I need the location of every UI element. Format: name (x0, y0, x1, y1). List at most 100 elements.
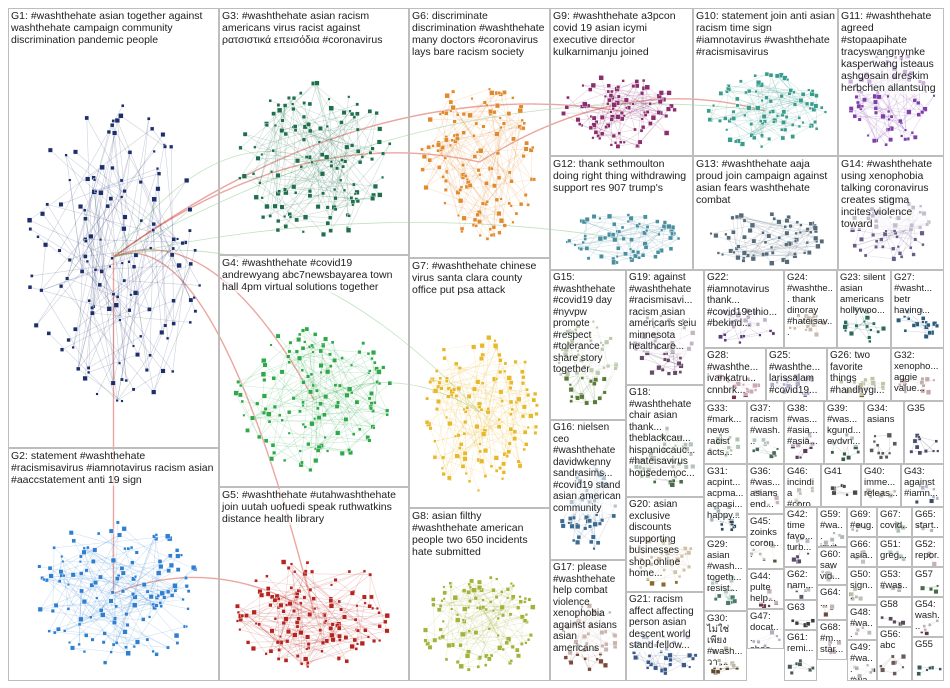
user-node[interactable] (171, 298, 176, 303)
user-node[interactable] (909, 449, 914, 454)
user-node[interactable] (330, 583, 333, 587)
user-node[interactable] (868, 339, 872, 344)
user-node[interactable] (349, 590, 355, 596)
user-node[interactable] (115, 399, 119, 403)
user-node[interactable] (329, 632, 335, 639)
user-node[interactable] (599, 254, 604, 259)
user-node[interactable] (388, 142, 392, 146)
user-node[interactable] (462, 606, 468, 612)
user-node[interactable] (255, 401, 260, 406)
user-node[interactable] (753, 74, 757, 78)
user-node[interactable] (88, 233, 94, 240)
user-node[interactable] (323, 154, 330, 160)
user-node[interactable] (258, 181, 262, 185)
user-node[interactable] (30, 274, 34, 278)
user-node[interactable] (467, 629, 471, 633)
user-node[interactable] (40, 211, 46, 217)
user-node[interactable] (663, 655, 669, 661)
user-node[interactable] (520, 369, 525, 375)
user-node[interactable] (311, 383, 315, 388)
user-node[interactable] (784, 230, 790, 236)
user-node[interactable] (58, 569, 64, 575)
user-node[interactable] (370, 195, 376, 201)
user-node[interactable] (313, 332, 318, 337)
user-node[interactable] (747, 88, 752, 94)
user-node[interactable] (524, 442, 529, 447)
user-node[interactable] (631, 84, 636, 89)
user-node[interactable] (797, 662, 803, 667)
user-node[interactable] (477, 579, 482, 585)
user-node[interactable] (668, 235, 673, 241)
user-node[interactable] (563, 375, 570, 382)
user-node[interactable] (301, 230, 305, 234)
user-node[interactable] (186, 607, 190, 611)
user-node[interactable] (109, 650, 113, 654)
user-node[interactable] (761, 114, 767, 119)
user-node[interactable] (472, 154, 477, 159)
user-node[interactable] (455, 613, 460, 617)
user-node[interactable] (617, 131, 621, 136)
user-node[interactable] (87, 298, 91, 303)
user-node[interactable] (377, 611, 381, 615)
user-node[interactable] (900, 620, 906, 626)
user-node[interactable] (519, 642, 524, 646)
user-node[interactable] (475, 379, 481, 385)
user-node[interactable] (431, 377, 435, 381)
user-node[interactable] (936, 584, 939, 588)
user-node[interactable] (798, 658, 803, 663)
user-node[interactable] (79, 269, 85, 274)
user-node[interactable] (374, 111, 379, 116)
user-node[interactable] (496, 175, 502, 180)
user-node[interactable] (497, 352, 502, 358)
user-node[interactable] (801, 121, 805, 125)
user-node[interactable] (431, 597, 436, 602)
user-node[interactable] (320, 231, 326, 237)
user-node[interactable] (564, 105, 570, 110)
user-node[interactable] (505, 454, 509, 458)
user-node[interactable] (763, 240, 768, 245)
user-node[interactable] (478, 655, 483, 660)
user-node[interactable] (320, 640, 326, 645)
user-node[interactable] (799, 594, 804, 599)
user-node[interactable] (478, 173, 482, 177)
user-node[interactable] (516, 605, 521, 610)
user-node[interactable] (629, 247, 633, 251)
user-node[interactable] (241, 173, 247, 179)
user-node[interactable] (892, 441, 897, 446)
user-node[interactable] (158, 601, 163, 605)
user-node[interactable] (640, 117, 644, 121)
user-node[interactable] (674, 580, 679, 585)
user-node[interactable] (168, 562, 174, 568)
user-node[interactable] (887, 117, 891, 121)
user-node[interactable] (384, 628, 390, 634)
user-node[interactable] (193, 248, 197, 253)
user-node[interactable] (501, 470, 506, 475)
user-node[interactable] (238, 176, 242, 180)
user-node[interactable] (676, 361, 682, 366)
user-node[interactable] (169, 593, 175, 598)
user-node[interactable] (336, 656, 341, 661)
user-node[interactable] (236, 379, 241, 384)
user-node[interactable] (731, 229, 736, 235)
user-node[interactable] (154, 603, 159, 608)
user-node[interactable] (769, 211, 775, 217)
user-node[interactable] (354, 399, 360, 405)
user-node[interactable] (423, 627, 429, 633)
user-node[interactable] (303, 569, 308, 574)
user-node[interactable] (275, 227, 281, 233)
user-node[interactable] (812, 225, 818, 231)
user-node[interactable] (501, 461, 507, 467)
user-node[interactable] (920, 585, 926, 591)
user-node[interactable] (770, 250, 775, 255)
user-node[interactable] (325, 205, 330, 210)
user-node[interactable] (798, 230, 802, 235)
user-node[interactable] (166, 589, 171, 594)
user-node[interactable] (190, 564, 197, 571)
user-node[interactable] (597, 521, 602, 526)
user-node[interactable] (456, 433, 461, 438)
user-node[interactable] (568, 660, 574, 665)
user-node[interactable] (83, 208, 87, 212)
user-node[interactable] (122, 214, 128, 220)
user-node[interactable] (730, 215, 735, 220)
user-node[interactable] (385, 408, 390, 413)
